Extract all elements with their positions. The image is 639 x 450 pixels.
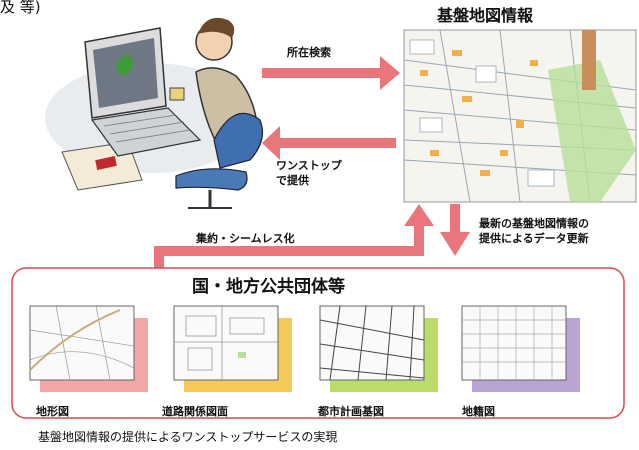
search-arrow xyxy=(262,56,400,90)
figure-caption: 基盤地図情報の提供によるワンストップサービスの実現 xyxy=(38,430,338,444)
update-label-line2: 提供によるデータ更新 xyxy=(479,232,589,245)
onestop-label-line2: で提供 xyxy=(276,174,309,187)
map-thumbnail-cadastral xyxy=(461,305,580,392)
map-label-road: 道路関係図面 xyxy=(162,405,228,418)
local-government-title: 国・地方公共団体等 xyxy=(192,277,345,297)
map-label-city-planning: 都市計画基図 xyxy=(318,405,384,418)
integrate-arrow xyxy=(154,204,434,272)
update-label: 最新の基盤地図情報の 提供によるデータ更新 xyxy=(479,216,589,246)
search-label: 所在検索 xyxy=(287,46,331,59)
map-thumbnail-topographic xyxy=(29,305,148,392)
onestop-label-line1: ワンストップ xyxy=(276,159,342,172)
map-thumbnail-road xyxy=(173,305,292,392)
map-label-topographic: 地形図 xyxy=(36,405,69,418)
user-computer-illustration xyxy=(45,17,263,209)
map-thumbnail-city-planning xyxy=(319,305,438,392)
onestop-arrow xyxy=(262,126,396,160)
header-fragment: 及 等) xyxy=(0,0,41,16)
base-map-info-title: 基盤地図情報 xyxy=(437,6,534,25)
update-arrow xyxy=(440,204,470,256)
update-label-line1: 最新の基盤地図情報の xyxy=(479,217,589,230)
onestop-label: ワンストップ で提供 xyxy=(276,158,342,188)
integrate-label: 集約・シームレス化 xyxy=(196,232,295,245)
base-map-image xyxy=(403,29,637,203)
map-label-cadastral: 地籍図 xyxy=(462,405,495,418)
